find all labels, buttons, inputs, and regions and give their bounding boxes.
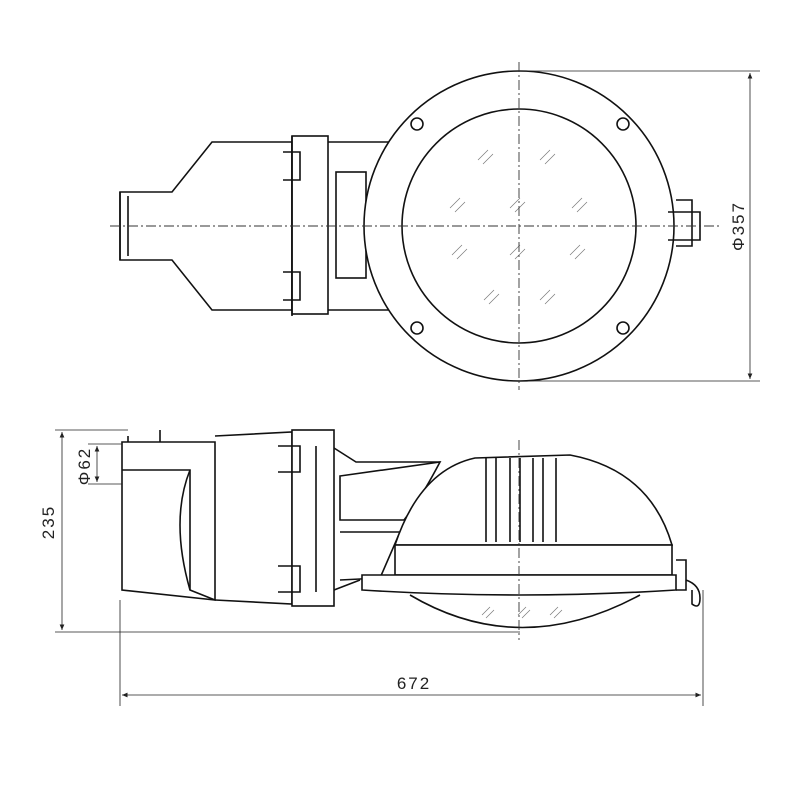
lens-bowl-side: [409, 594, 641, 629]
glass-hatching: [449, 149, 588, 305]
neck-tube-side: [121, 441, 216, 601]
label-neck-diameter: Φ62: [75, 447, 94, 485]
housing-body-side: [214, 431, 293, 605]
screw-icons: [410, 117, 630, 335]
clamp-side: [291, 429, 335, 607]
side-view: 235 Φ62 672: [39, 429, 704, 706]
latch-side: [676, 559, 701, 607]
label-head-diameter: Φ357: [729, 201, 748, 251]
head-base-ring: [394, 544, 673, 576]
label-length: 672: [397, 674, 431, 693]
label-height: 235: [39, 505, 58, 539]
top-view: Φ357: [110, 62, 760, 390]
clamp-body: [291, 135, 329, 315]
cooling-fins: [485, 458, 557, 542]
